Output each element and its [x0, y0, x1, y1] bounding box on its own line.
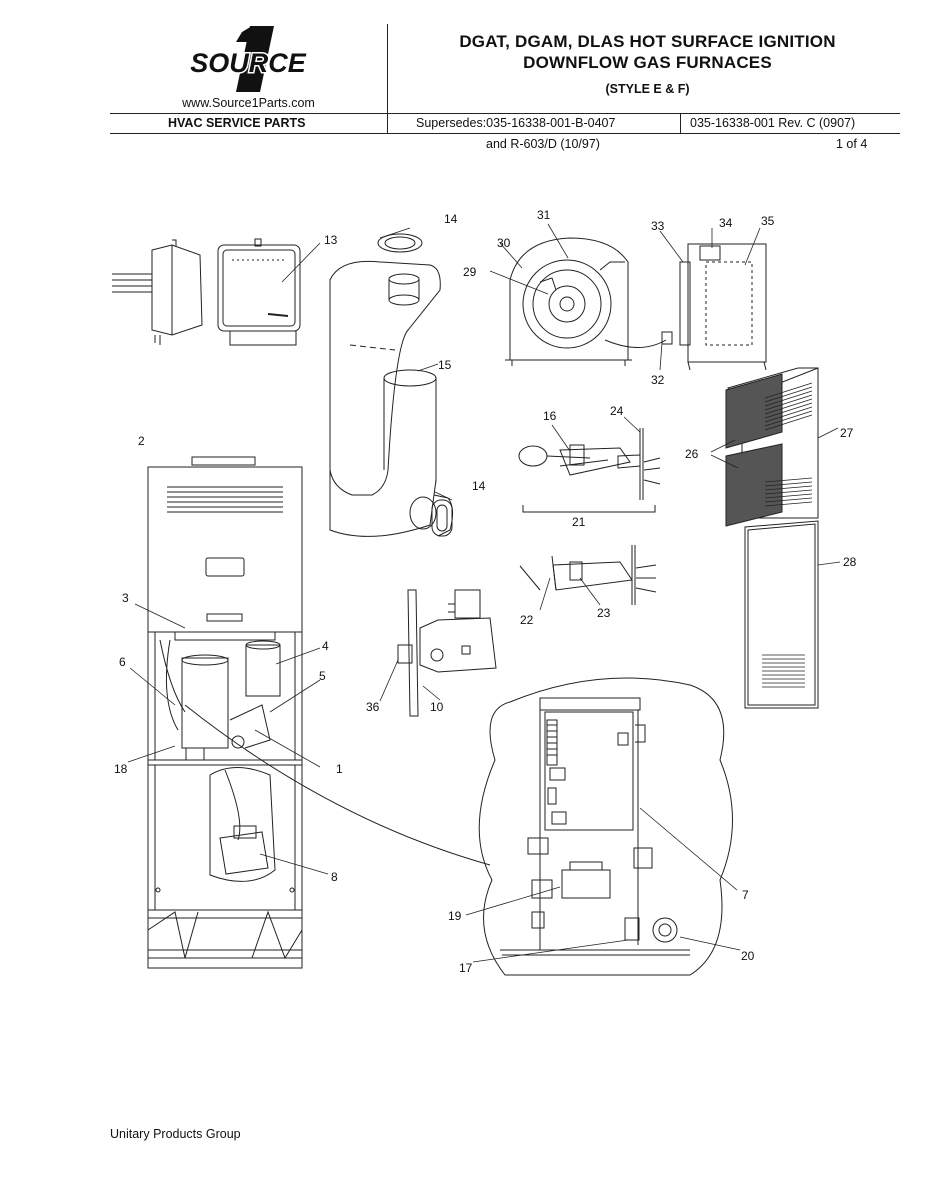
callout-8: 8 — [331, 870, 338, 884]
callout-18: 18 — [114, 762, 128, 776]
blower-assembly-part — [505, 237, 673, 366]
header-divider — [387, 24, 388, 114]
supersedes-text: Supersedes:035-16338-001-B-0407 — [416, 116, 616, 130]
callout-7: 7 — [742, 888, 749, 902]
callout-2: 2 — [138, 434, 145, 448]
strip-top-rule — [110, 113, 900, 114]
callout-23: 23 — [597, 606, 611, 620]
callout-numbers: 1 2 3 4 5 6 7 8 10 13 14 14 15 16 17 18 … — [114, 208, 857, 975]
exploded-parts-diagram: 1 2 3 4 5 6 7 8 10 13 14 14 15 16 17 18 … — [112, 208, 857, 976]
page-indicator: 1 of 4 — [836, 137, 868, 151]
callout-27: 27 — [840, 426, 854, 440]
callout-22: 22 — [520, 613, 534, 627]
source1-logo: SOURCE — [189, 26, 308, 92]
callout-31: 31 — [537, 208, 551, 222]
control-panel-detail — [184, 677, 733, 976]
style-note: (STYLE E & F) — [605, 82, 690, 96]
callout-20: 20 — [741, 949, 755, 963]
furnace-cabinet-part — [147, 456, 303, 969]
footer-company: Unitary Products Group — [110, 1127, 241, 1141]
callout-33: 33 — [651, 219, 665, 233]
callout-14-bottom: 14 — [472, 479, 486, 493]
strip-divider-1 — [387, 113, 388, 133]
category-label: HVAC SERVICE PARTS — [168, 116, 306, 130]
callout-35: 35 — [761, 214, 775, 228]
callout-14-top: 14 — [444, 212, 458, 226]
callout-15: 15 — [438, 358, 452, 372]
gas-valve-part — [397, 589, 497, 717]
supersedes-line2: and R-603/D (10/97) — [486, 137, 600, 151]
callout-32: 32 — [651, 373, 665, 387]
callout-36: 36 — [366, 700, 380, 714]
logo-block: SOURCE www.Source1Parts.com — [110, 22, 387, 114]
callout-3: 3 — [122, 591, 129, 605]
website-url[interactable]: www.Source1Parts.com — [182, 96, 315, 110]
callout-30: 30 — [497, 236, 511, 250]
flame-sensor-part — [519, 545, 657, 605]
callout-17: 17 — [459, 961, 473, 975]
callout-21: 21 — [572, 515, 586, 529]
callout-28: 28 — [843, 555, 857, 569]
thermostat-side-part — [112, 239, 203, 345]
flue-vent-part — [329, 233, 454, 537]
document-title-line2: DOWNFLOW GAS FURNACES — [523, 53, 772, 72]
callout-4: 4 — [322, 639, 329, 653]
thermostat-front-part — [217, 238, 301, 346]
doc-number: 035-16338-001 Rev. C (0907) — [690, 116, 856, 130]
igniter-assembly-part — [518, 428, 661, 513]
strip-divider-2 — [680, 113, 681, 133]
callout-16: 16 — [543, 409, 557, 423]
callout-6: 6 — [119, 655, 126, 669]
callout-1: 1 — [336, 762, 343, 776]
callout-10: 10 — [430, 700, 444, 714]
callout-29: 29 — [463, 265, 477, 279]
logo-text: SOURCE — [190, 48, 307, 78]
callout-24: 24 — [610, 404, 624, 418]
document-title-line1: DGAT, DGAM, DLAS HOT SURFACE IGNITION — [459, 32, 836, 51]
strip-bottom-rule — [110, 133, 900, 134]
callout-26: 26 — [685, 447, 699, 461]
callout-13: 13 — [324, 233, 338, 247]
control-box-part — [679, 243, 767, 371]
callout-34: 34 — [719, 216, 733, 230]
callout-19: 19 — [448, 909, 462, 923]
door-panels-part — [725, 367, 819, 709]
callout-5: 5 — [319, 669, 326, 683]
callout-leaders — [127, 223, 841, 963]
